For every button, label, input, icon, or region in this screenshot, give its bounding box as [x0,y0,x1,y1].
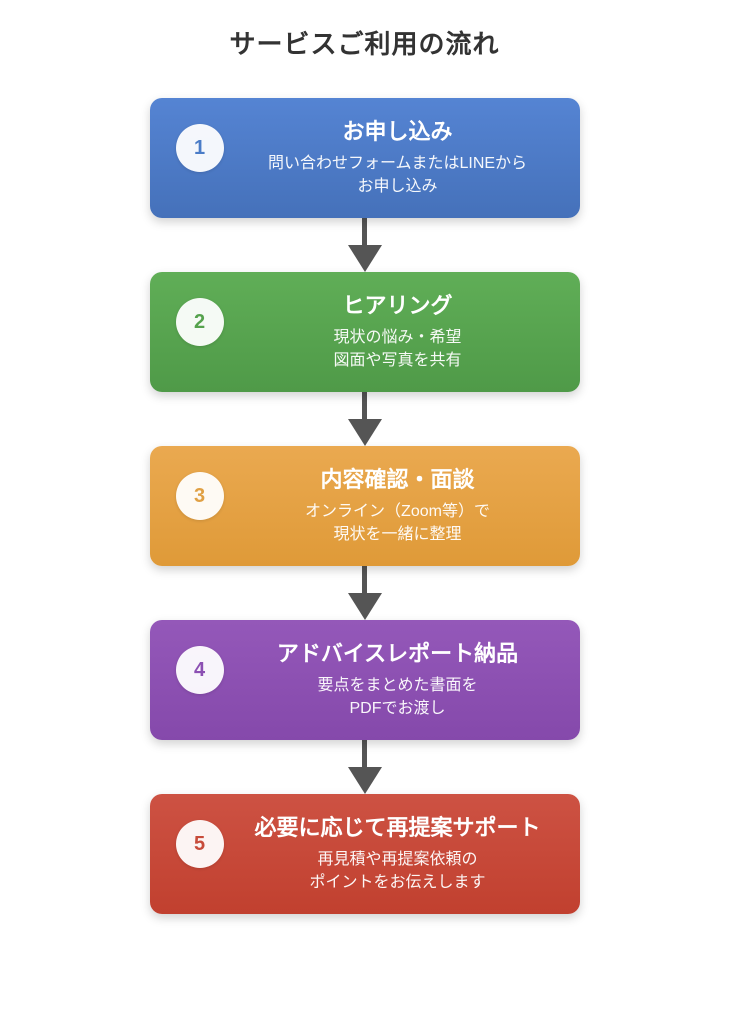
step-title: お申し込み [342,118,453,144]
flow-step-4: 4 アドバイスレポート納品 要点をまとめた書面を PDFでお渡し [149,620,580,740]
step-number: 5 [193,833,206,855]
step-description-line: 問い合わせフォームまたはLINEから [267,155,528,173]
step-number: 4 [193,659,206,681]
flow-arrow [347,392,382,446]
step-description-line: 現状を一緒に整理 [333,526,462,544]
step-description-line: ポイントをお伝えします [309,874,486,892]
step-description: オンライン（Zoom等）で現状を一緒に整理 [238,500,558,546]
step-number-badge: 2 [175,298,224,346]
page-title: サービスご利用の流れ [229,29,500,59]
step-description-line: 再見積や再提案依頼の [317,851,478,869]
arrow-stem [362,218,367,245]
step-content: 内容確認・面談 オンライン（Zoom等）で現状を一緒に整理 [238,446,558,566]
step-number-badge: 4 [175,646,224,694]
arrow-down-icon [347,419,382,446]
step-content: アドバイスレポート納品 要点をまとめた書面を PDFでお渡し [238,620,558,740]
flow-step-2: 2 ヒアリング 現状の悩み・希望図面や写真を共有 [149,272,580,392]
arrow-down-icon [347,593,382,620]
step-number: 2 [193,311,206,333]
step-title: 内容確認・面談 [320,466,475,492]
step-number-badge: 3 [175,472,224,520]
step-description-line: 要点をまとめた書面を [317,677,478,695]
step-number-badge: 1 [175,124,224,172]
step-description-line: 図面や写真を共有 [333,352,462,370]
step-description-line: PDFでお渡し [349,700,446,718]
arrow-stem [362,392,367,419]
step-number-badge: 5 [175,820,224,868]
step-number: 1 [193,137,206,159]
step-title: アドバイスレポート納品 [276,640,519,666]
arrow-stem [362,740,367,767]
step-title: 必要に応じて再提案サポート [254,814,541,840]
step-number: 3 [193,485,206,507]
arrow-down-icon [347,767,382,794]
step-description-line: 現状の悩み・希望 [333,329,462,347]
arrow-stem [362,566,367,593]
step-content: ヒアリング 現状の悩み・希望図面や写真を共有 [238,272,558,392]
step-description-line: お申し込み [357,178,438,196]
step-description: 現状の悩み・希望図面や写真を共有 [238,326,558,372]
step-description: 問い合わせフォームまたはLINEからお申し込み [238,152,558,198]
arrow-down-icon [347,245,382,272]
flow-arrow [347,740,382,794]
service-flow-diagram: 1 お申し込み 問い合わせフォームまたはLINEからお申し込み 2 ヒアリング … [149,98,580,914]
flow-step-3: 3 内容確認・面談 オンライン（Zoom等）で現状を一緒に整理 [149,446,580,566]
step-description: 再見積や再提案依頼のポイントをお伝えします [238,848,558,894]
flow-arrow [347,218,382,272]
step-description-line: オンライン（Zoom等）で [305,503,490,521]
flow-step-1: 1 お申し込み 問い合わせフォームまたはLINEからお申し込み [149,98,580,218]
step-content: 必要に応じて再提案サポート 再見積や再提案依頼のポイントをお伝えします [238,794,558,914]
step-content: お申し込み 問い合わせフォームまたはLINEからお申し込み [238,98,558,218]
step-description: 要点をまとめた書面を PDFでお渡し [238,674,558,720]
step-title: ヒアリング [342,292,453,318]
flow-arrow [347,566,382,620]
flow-step-5: 5 必要に応じて再提案サポート 再見積や再提案依頼のポイントをお伝えします [149,794,580,914]
